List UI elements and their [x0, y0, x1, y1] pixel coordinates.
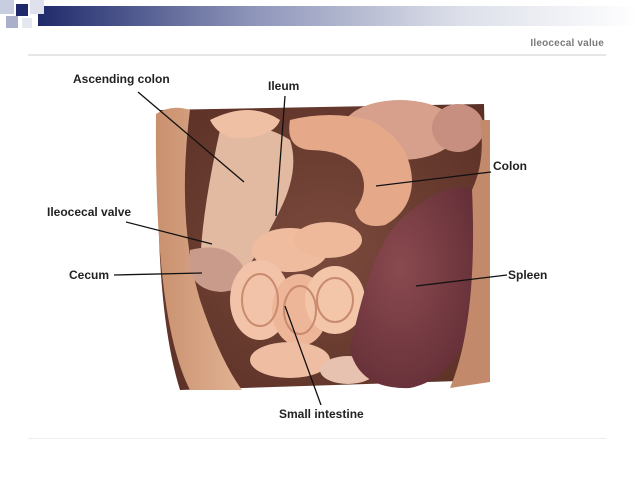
label-colon: Colon: [493, 159, 527, 173]
header-decoration: [0, 0, 638, 28]
label-ileocecal-valve: Ileocecal valve: [47, 205, 132, 219]
label-ileum: Ileum: [268, 79, 300, 93]
title-divider: [28, 54, 606, 56]
label-spleen: Spleen: [508, 268, 548, 282]
label-small-intestine: Small intestine: [279, 407, 364, 421]
slide-title: Ileocecal value: [530, 38, 604, 49]
footer-divider: [28, 438, 606, 439]
dissection-image: [155, 100, 490, 390]
label-ascending-colon: Ascending colon: [73, 72, 170, 86]
label-cecum: Cecum: [69, 268, 110, 282]
